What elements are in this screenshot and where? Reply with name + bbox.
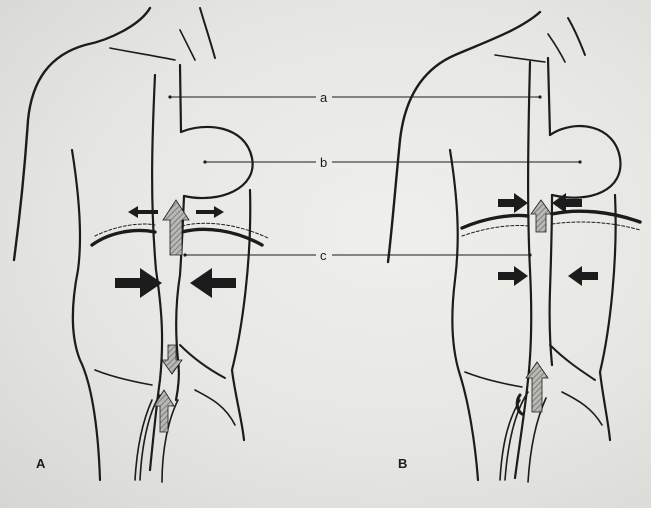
panel-b-reflux-arrow-upper bbox=[531, 200, 551, 232]
panel-b-right-flank bbox=[600, 195, 616, 440]
label-c: c bbox=[320, 248, 327, 263]
panel-b-waist-right bbox=[562, 392, 602, 425]
panel-a-neck-right bbox=[200, 8, 215, 58]
label-b: b bbox=[320, 155, 327, 170]
panel-b-arrow-upper-left bbox=[498, 193, 528, 213]
panel-b-arrow-lower-left bbox=[498, 266, 528, 286]
panel-a-arrow-out-right bbox=[196, 206, 224, 218]
panel-a-collar bbox=[110, 30, 195, 60]
panel-b-stomach-outline bbox=[550, 345, 595, 380]
leader-c-right-dot bbox=[528, 253, 531, 256]
panel-b-diaphragm-left bbox=[462, 216, 528, 229]
panel-b-figure bbox=[388, 12, 640, 482]
panel-b-torso-outline bbox=[388, 12, 540, 262]
panel-b-arrow-lower-right bbox=[568, 266, 598, 286]
panel-a-figure bbox=[14, 8, 268, 482]
panel-a-stomach-outline bbox=[180, 345, 225, 378]
panel-a-hiatal-sac bbox=[181, 127, 253, 198]
panel-a-arrow-compress-right bbox=[190, 268, 236, 298]
label-a: a bbox=[320, 90, 328, 105]
panel-a-reflux-arrow-up bbox=[163, 200, 189, 255]
leader-b-left-dot bbox=[203, 160, 206, 163]
panel-b-collar bbox=[495, 34, 565, 62]
panel-b-waist-left bbox=[465, 372, 522, 387]
panel-a-right-flank bbox=[232, 190, 250, 440]
panel-label-a: A bbox=[36, 456, 46, 471]
leader-b-right-dot bbox=[578, 160, 581, 163]
leader-c-left-dot bbox=[183, 253, 186, 256]
leader-a-left-dot bbox=[168, 95, 171, 98]
panel-b-left-flank bbox=[450, 150, 478, 480]
panel-a-waist-right bbox=[195, 390, 235, 425]
panel-a-torso-outline bbox=[14, 8, 150, 260]
panel-a-waist-left bbox=[95, 370, 152, 385]
panel-label-b: B bbox=[398, 456, 407, 471]
panel-a-arrow-compress-left bbox=[115, 268, 162, 298]
panel-b-neck-right bbox=[568, 18, 585, 55]
panel-a-left-flank bbox=[72, 150, 100, 480]
leader-a-right-dot bbox=[538, 95, 541, 98]
panel-b-diaphragm-right bbox=[552, 211, 640, 222]
